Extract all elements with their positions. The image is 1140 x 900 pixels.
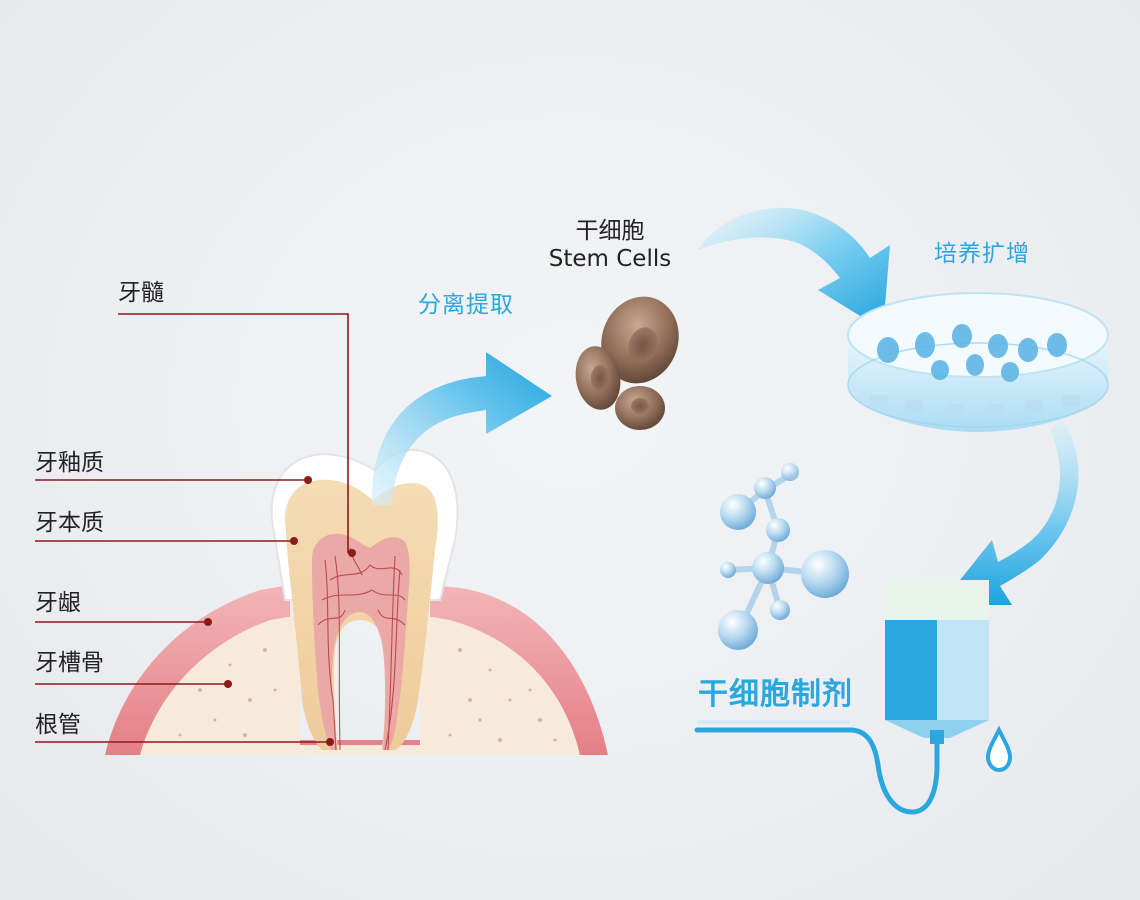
tooth-icon: [105, 449, 608, 755]
label-alveolar-bone: 牙槽骨: [35, 650, 104, 676]
stem-cells-en: Stem Cells: [548, 245, 672, 272]
label-gum: 牙龈: [35, 590, 81, 616]
arrow-extract-icon: [371, 352, 552, 505]
molecule-icon: [718, 463, 849, 650]
label-pulp: 牙髓: [118, 280, 164, 306]
label-root-canal: 根管: [35, 712, 81, 738]
label-enamel: 牙釉质: [35, 450, 104, 476]
step-extract-label: 分离提取: [418, 292, 514, 318]
step-culture-label: 培养扩增: [934, 241, 1030, 267]
iv-tube: [694, 727, 940, 815]
petri-dish-icon: [847, 292, 1109, 432]
leader-lines: [35, 313, 349, 743]
iv-bag-icon: [885, 580, 989, 744]
stem-cells-zh: 干细胞: [575, 218, 645, 244]
alveolar-bone: [140, 615, 580, 755]
stem-cells-caption: 干细胞 Stem Cells: [540, 218, 680, 273]
leader-pulp: [118, 313, 349, 553]
dentin: [285, 479, 438, 750]
label-dentin: 牙本质: [35, 510, 104, 536]
leader-dots: [204, 476, 356, 746]
water-drop-icon: [985, 725, 1013, 773]
arrow-product-icon: [940, 420, 1079, 605]
pulp: [312, 533, 410, 750]
arrow-culture-icon: [698, 207, 890, 330]
stem-cell-cluster-icon: [575, 296, 679, 430]
product-label: 干细胞制剂: [698, 677, 853, 712]
